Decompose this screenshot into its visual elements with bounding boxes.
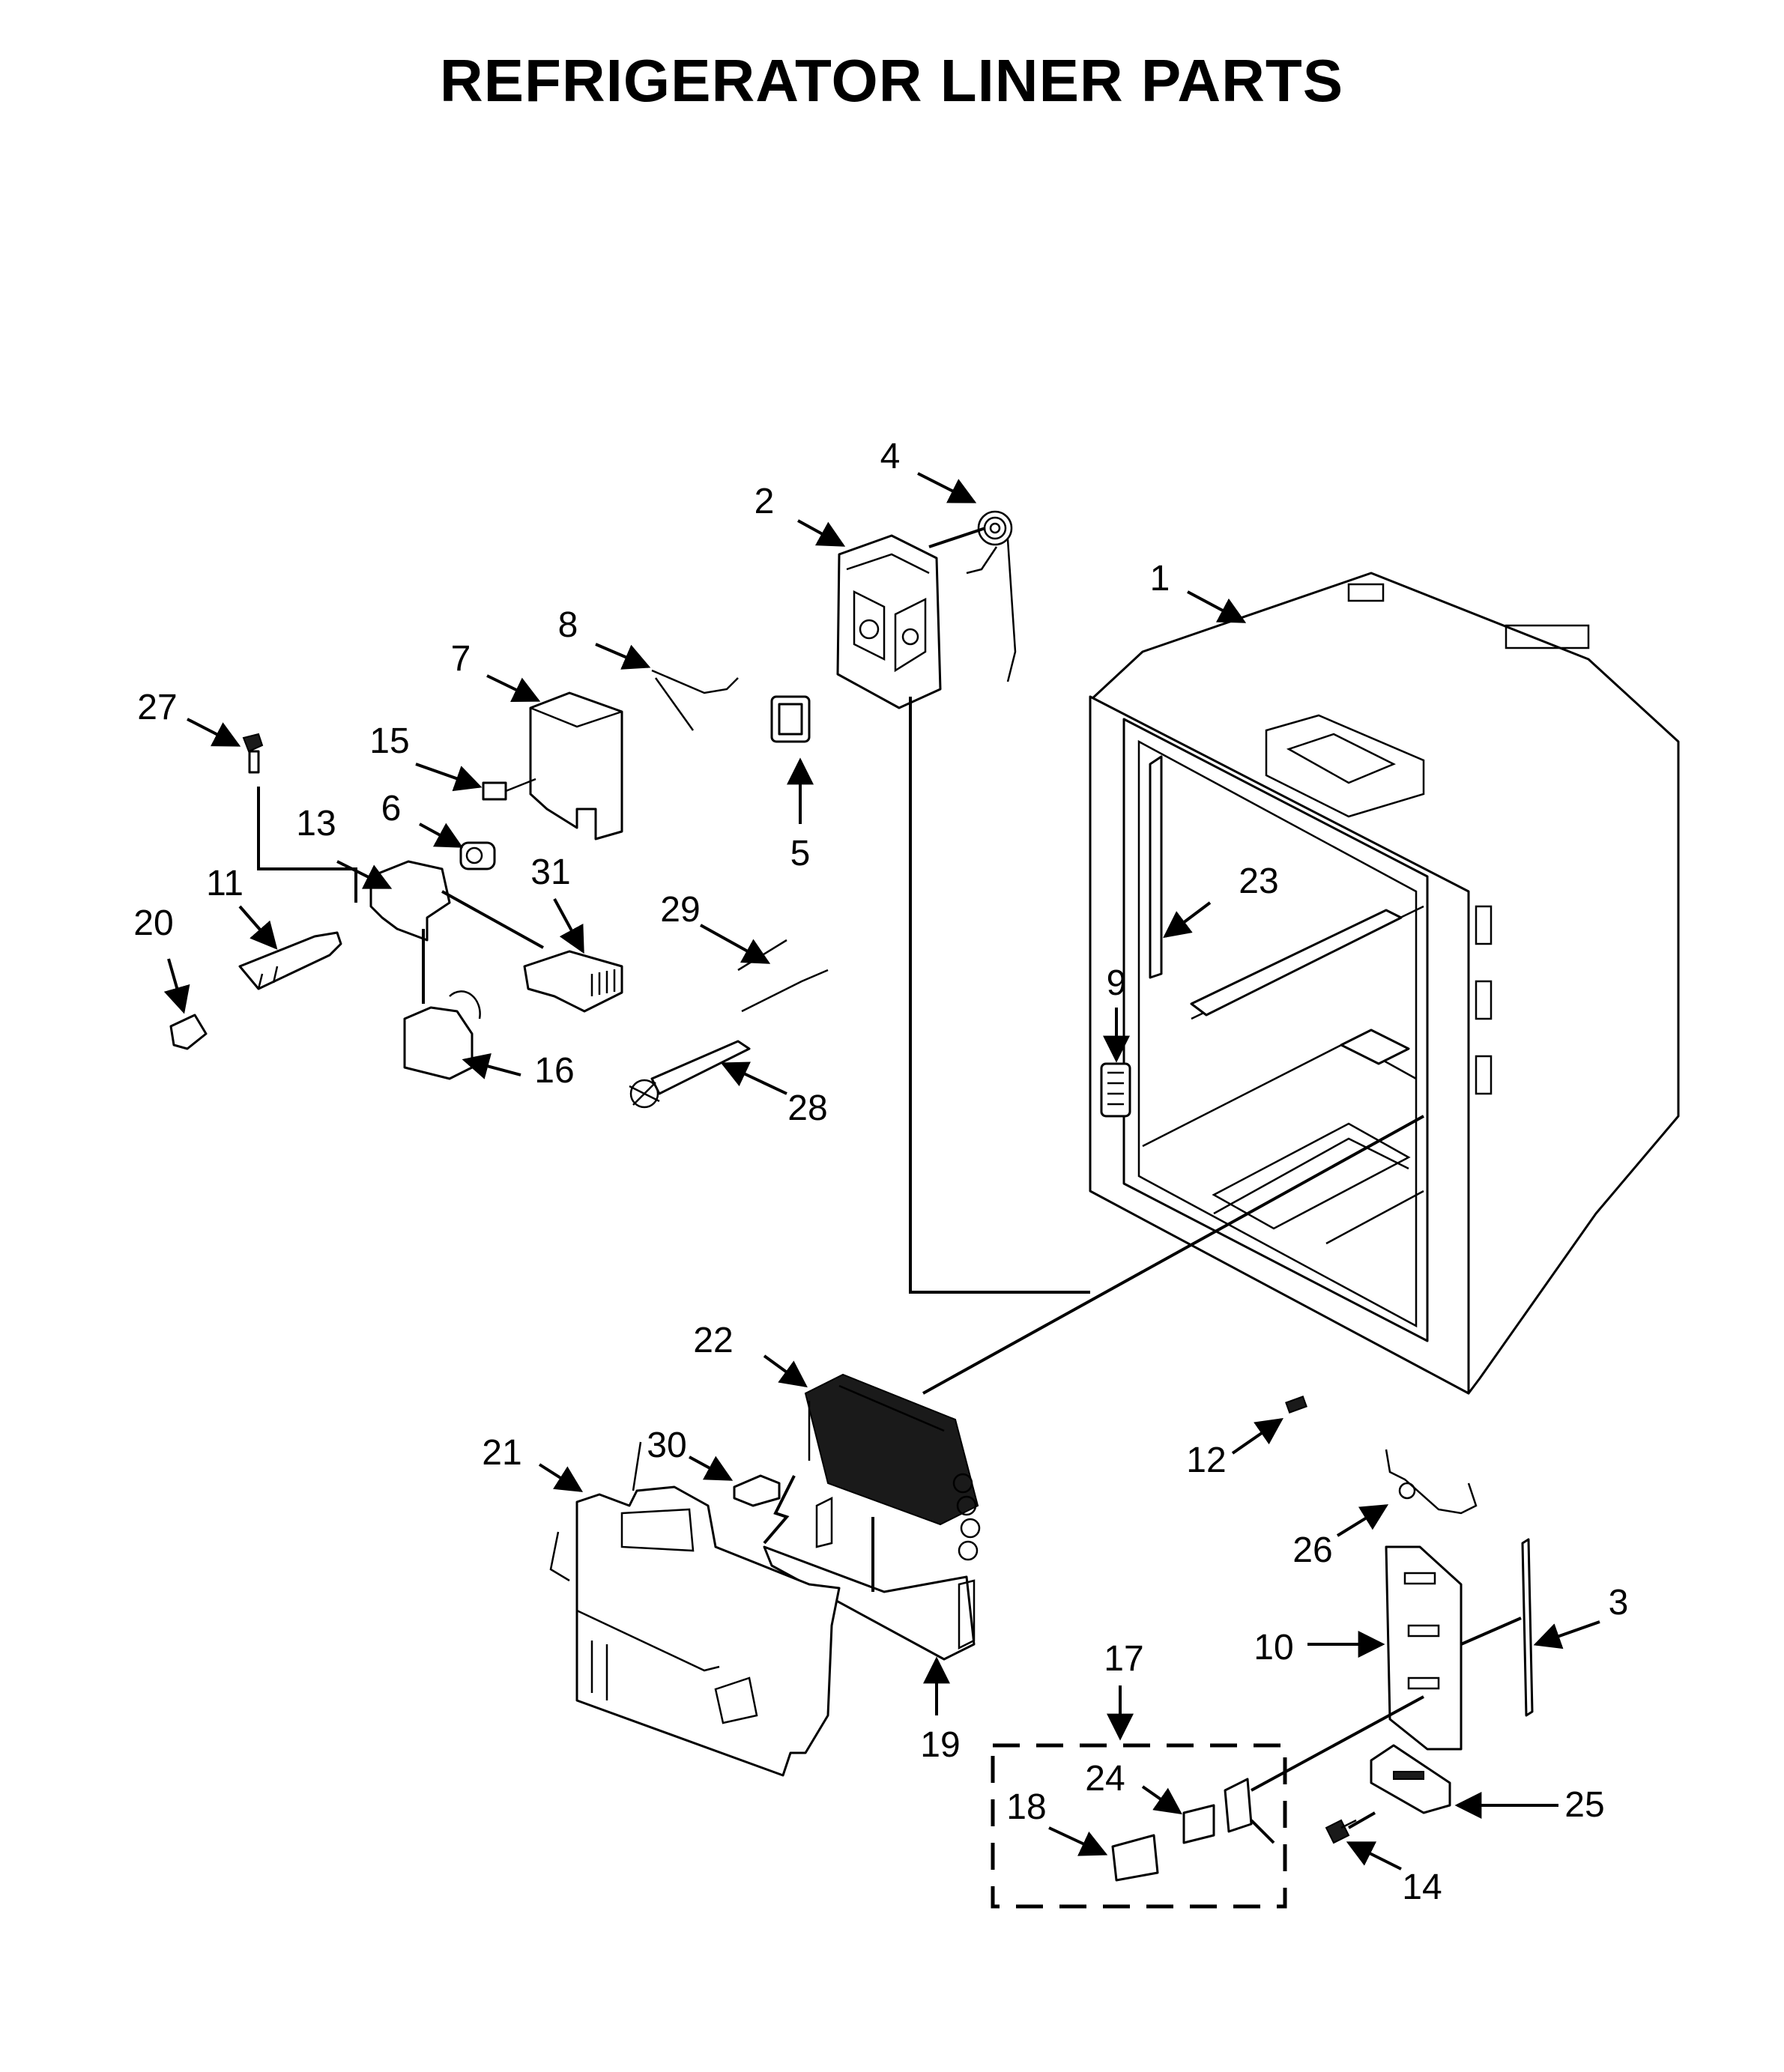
callout-25: 25 [1564,1785,1604,1825]
callout-9: 9 [1107,963,1127,1003]
callout-17: 17 [1104,1639,1143,1679]
callout-29: 29 [660,890,700,930]
callout-8: 8 [558,605,578,645]
seal-strip [1521,1538,1534,1717]
liner-cabinet [1089,572,1680,1395]
callout-23: 23 [1239,861,1278,901]
callout-28: 28 [787,1088,827,1128]
clip-12 [1285,1396,1307,1414]
sensor-wire [737,939,829,1013]
tube-fitting [459,841,496,870]
callout-31: 31 [530,852,570,892]
callout-16: 16 [534,1051,574,1091]
callout-5: 5 [790,834,811,873]
vent-panel [1385,1545,1463,1751]
callout-15: 15 [369,721,409,761]
callout-27: 27 [137,688,177,727]
fan-housing [403,990,481,1080]
evaporator [804,1373,981,1561]
mounting-bracket [369,860,451,942]
callout-2: 2 [755,482,775,521]
filter-cap [169,1014,208,1050]
callout-4: 4 [880,437,901,476]
callout-26: 26 [1292,1530,1332,1570]
callout-labels: 1 2 3 4 5 6 7 8 9 10 11 12 13 14 15 16 1… [133,437,1628,1907]
callout-12: 12 [1186,1441,1226,1480]
callout-3: 3 [1609,1583,1629,1623]
callout-22: 22 [693,1321,733,1360]
screw-15 [482,778,536,801]
water-valve [770,695,811,743]
callout-13: 13 [296,804,336,843]
rear-panel [549,1441,841,1777]
callout-7: 7 [451,639,471,679]
fan-motor [629,1040,751,1109]
water-filter [238,931,342,990]
callout-20: 20 [133,903,173,943]
screw-14 [1325,1819,1357,1844]
grille-cover [523,950,623,1013]
housing-cover [529,691,623,840]
callout-24: 24 [1085,1759,1125,1799]
callout-6: 6 [381,789,402,829]
callout-30: 30 [647,1426,686,1465]
callout-11: 11 [206,864,244,903]
foam-pad [733,1474,781,1507]
callout-18: 18 [1006,1787,1046,1827]
callout-19: 19 [920,1725,960,1765]
wire-harness [651,669,739,731]
control-housing [836,534,942,709]
sensor-kit [991,1743,1287,1909]
page-title: REFRIGERATOR LINER PARTS [440,47,1343,114]
screw-27 [242,733,264,774]
callout-1: 1 [1150,559,1170,599]
leader-arrows [163,472,1600,1870]
drain-tray [763,1496,976,1661]
assembly-lines [257,527,1522,1844]
callout-14: 14 [1402,1867,1442,1907]
callout-10: 10 [1254,1628,1293,1667]
thermostat-coil [966,510,1017,682]
callout-21: 21 [482,1433,521,1473]
vent-trim [1370,1744,1451,1814]
sensor-wire-26 [1385,1449,1478,1515]
